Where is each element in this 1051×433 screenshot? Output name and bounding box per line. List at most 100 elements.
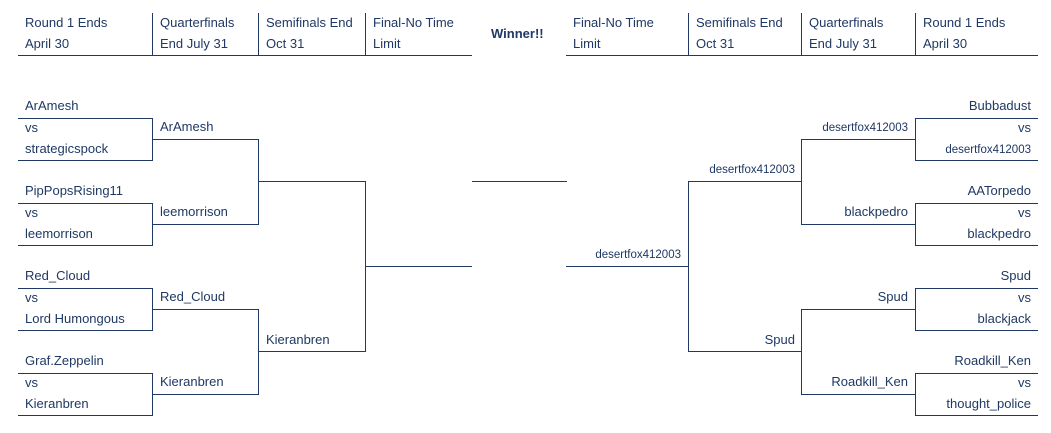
header-final-line1: Final-No Time [373, 15, 454, 30]
bracket-line [18, 330, 152, 331]
vs-label: vs [1018, 205, 1031, 220]
bracket-line [801, 309, 916, 310]
bracket-line [801, 139, 916, 140]
player-name: strategicspock [25, 141, 109, 156]
bracket-line [18, 160, 152, 161]
vs-label: vs [1018, 375, 1031, 390]
bracket-line [152, 139, 259, 140]
player-name: ArAmesh [25, 98, 79, 113]
bracket-line [915, 160, 1038, 161]
bracket-line [152, 394, 259, 395]
qf-player: Kieranbren [160, 374, 224, 389]
bracket-line [915, 373, 916, 416]
sf-player: Kieranbren [266, 332, 330, 347]
bracket-line [566, 266, 689, 267]
player-name: blackpedro [967, 226, 1031, 241]
player-name: Graf.Zeppelin [25, 353, 104, 368]
header-underline [18, 55, 472, 56]
player-name: Red_Cloud [25, 268, 91, 283]
header-divider [152, 13, 153, 55]
player-name: leemorrison [25, 226, 93, 241]
header-round1-line1: Round 1 Ends [25, 15, 108, 30]
vs-label: vs [25, 120, 38, 135]
bracket-line [18, 118, 152, 119]
bracket-line [18, 415, 152, 416]
bracket-line [801, 139, 802, 225]
header-divider [801, 13, 802, 55]
bracket-line [915, 373, 1038, 374]
bracket-line [688, 181, 689, 352]
vs-label: vs [1018, 290, 1031, 305]
bracket-line [801, 224, 916, 225]
header-underline [566, 55, 1038, 56]
champion-line [472, 181, 567, 182]
bracket-line [18, 203, 152, 204]
winner-heading: Winner!! [491, 26, 544, 41]
qf-player: desertfox412003 [822, 122, 908, 134]
qf-player: leemorrison [160, 204, 228, 219]
vs-label: vs [25, 375, 38, 390]
bracket-line [801, 309, 802, 395]
player-name: Bubbadust [968, 98, 1031, 113]
header-round1-line2: April 30 [923, 36, 968, 51]
vs-label: vs [1018, 120, 1031, 135]
player-name: PipPopsRising11 [25, 183, 124, 198]
qf-player: blackpedro [844, 204, 908, 219]
header-quarterfinals-line2: End July 31 [809, 36, 877, 51]
bracket-line [915, 330, 1038, 331]
bracket-line [915, 203, 916, 246]
header-round1-line1: Round 1 Ends [923, 15, 1006, 30]
player-name: Roadkill_Ken [954, 353, 1031, 368]
bracket-line [915, 288, 916, 331]
qf-player: Red_Cloud [160, 289, 226, 304]
bracket-line [688, 351, 802, 352]
header-quarterfinals-line1: Quarterfinals [160, 15, 235, 30]
bracket-line [258, 139, 259, 225]
bracket-line [258, 309, 259, 395]
bracket-line [18, 245, 152, 246]
header-final-line1: Final-No Time [573, 15, 654, 30]
header-divider [688, 13, 689, 55]
header-semifinals-line2: Oct 31 [266, 36, 305, 51]
bracket-line [688, 181, 802, 182]
bracket-line [258, 181, 366, 182]
bracket-line [152, 309, 259, 310]
sf-player: Spud [764, 332, 795, 347]
header-round1-line2: April 30 [25, 36, 70, 51]
bracket-line [18, 373, 152, 374]
header-divider [258, 13, 259, 55]
qf-player: Roadkill_Ken [831, 374, 908, 389]
header-divider [365, 13, 366, 55]
player-name: AATorpedo [967, 183, 1031, 198]
player-name: desertfox412003 [945, 144, 1031, 156]
vs-label: vs [25, 205, 38, 220]
player-name: Spud [1000, 268, 1031, 283]
vs-label: vs [25, 290, 38, 305]
bracket-line [915, 288, 1038, 289]
header-divider [915, 13, 916, 55]
qf-player: Spud [877, 289, 908, 304]
header-quarterfinals-line2: End July 31 [160, 36, 228, 51]
bracket-line [365, 266, 472, 267]
player-name: Kieranbren [25, 396, 89, 411]
qf-player: ArAmesh [160, 119, 214, 134]
bracket-line [152, 224, 259, 225]
bracket-line [915, 415, 1038, 416]
header-quarterfinals-line1: Quarterfinals [809, 15, 884, 30]
header-semifinals-line1: Semifinals End [266, 15, 353, 30]
header-final-line2: Limit [373, 36, 401, 51]
bracket-line [915, 118, 916, 161]
header-final-line2: Limit [573, 36, 601, 51]
bracket-line [915, 118, 1038, 119]
final-player: desertfox412003 [595, 249, 681, 261]
header-semifinals-line2: Oct 31 [696, 36, 735, 51]
bracket-line [915, 203, 1038, 204]
player-name: blackjack [977, 311, 1031, 326]
bracket-line [915, 245, 1038, 246]
header-semifinals-line1: Semifinals End [696, 15, 783, 30]
bracket-line [258, 351, 366, 352]
sf-player: desertfox412003 [709, 164, 795, 176]
player-name: thought_police [946, 396, 1031, 411]
bracket-line [801, 394, 916, 395]
bracket-line [18, 288, 152, 289]
